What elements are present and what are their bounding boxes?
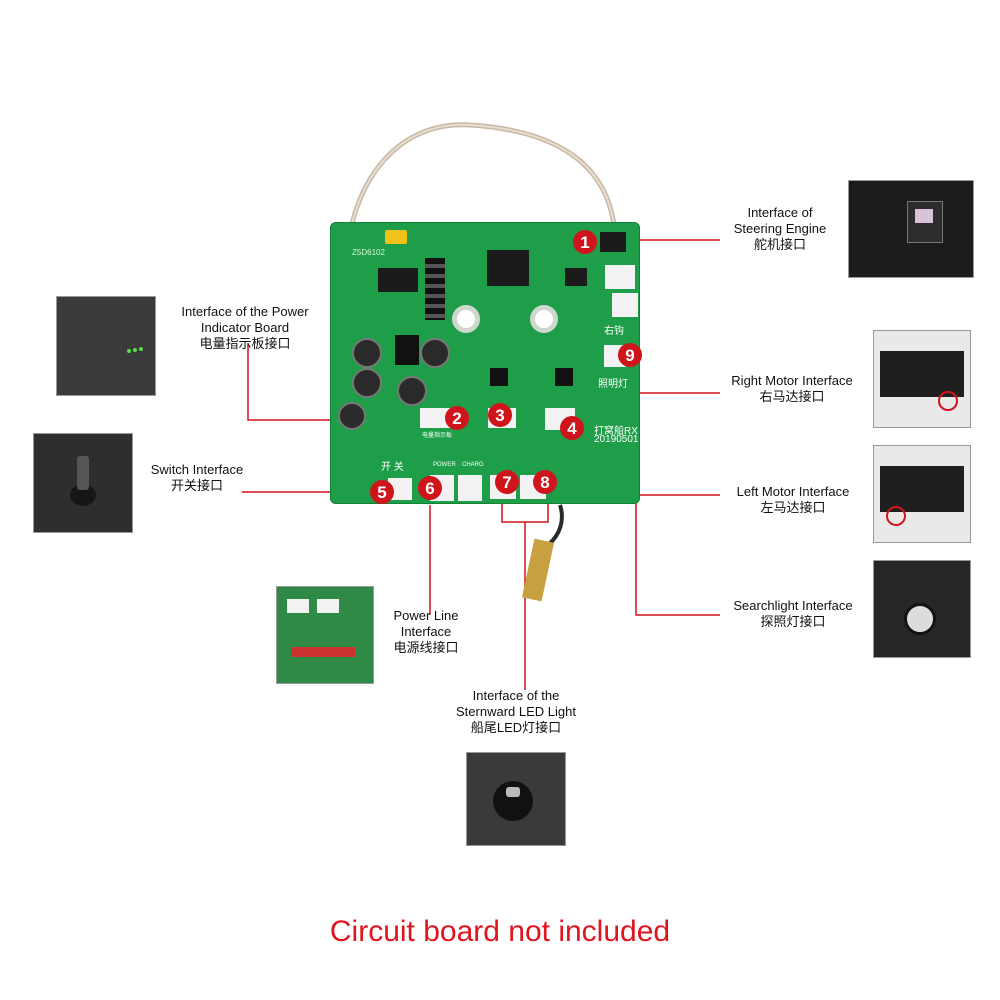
switch-photo xyxy=(33,433,133,533)
board-charge-label: CHARG xyxy=(462,462,484,468)
callout-steering-zh: 舵机接口 xyxy=(753,237,806,252)
callout-right-motor: Right Motor Interface 右马达接口 xyxy=(716,373,868,405)
board-date-label: 20190501 xyxy=(594,434,639,445)
board-indicator-label: 电量指示板 xyxy=(422,433,453,439)
callout-searchlight: Searchlight Interface 探照灯接口 xyxy=(720,598,866,630)
regulator xyxy=(395,335,419,365)
callout-stern-led: Interface of the Sternward LED Light 船尾L… xyxy=(436,688,596,736)
searchlight-photo xyxy=(873,560,971,658)
board-text-top-left: Z5D6102 xyxy=(352,248,385,257)
driver-chip-1 xyxy=(490,368,508,386)
chip-main xyxy=(487,250,529,286)
svg-text:7: 7 xyxy=(502,473,511,492)
board-light-label: 照明灯 xyxy=(598,379,628,390)
steering-engine-photo xyxy=(848,180,974,278)
marker-1: 1 xyxy=(573,230,597,254)
svg-text:5: 5 xyxy=(377,483,386,502)
callout-searchlight-zh: 探照灯接口 xyxy=(760,614,826,629)
marker-4: 4 xyxy=(560,416,584,440)
capacitor-1 xyxy=(352,338,382,368)
connector-hook-1 xyxy=(605,265,635,289)
svg-text:8: 8 xyxy=(540,473,549,492)
callout-steering-en: Interface of Steering Engine xyxy=(733,205,827,236)
board-right-hook-label: 右钩 xyxy=(604,326,624,337)
marker-8: 8 xyxy=(533,470,557,494)
marker-2: 2 xyxy=(445,406,469,430)
svg-text:2: 2 xyxy=(452,409,461,428)
callout-switch-zh: 开关接口 xyxy=(170,478,223,493)
callout-power-line-zh: 电源线接口 xyxy=(393,640,459,655)
callout-switch: Switch Interface 开关接口 xyxy=(136,462,258,494)
connector-steering xyxy=(600,232,626,252)
chip-small-1 xyxy=(378,268,418,292)
jumper-yellow xyxy=(385,230,407,244)
callout-left-motor: Left Motor Interface 左马达接口 xyxy=(720,484,866,516)
callout-stern-led-zh: 船尾LED灯接口 xyxy=(470,720,562,735)
header-pins xyxy=(425,258,445,320)
callout-right-motor-zh: 右马达接口 xyxy=(759,389,825,404)
marker-6: 6 xyxy=(418,476,442,500)
power-indicator-photo xyxy=(56,296,156,396)
footer-note: Circuit board not included xyxy=(329,915,671,948)
connector-hook-2 xyxy=(612,293,638,317)
svg-text:9: 9 xyxy=(625,346,634,365)
board-power-label: POWER xyxy=(433,462,456,468)
callout-power-line: Power Line Interface 电源线接口 xyxy=(376,608,476,656)
capacitor-2 xyxy=(352,368,382,398)
svg-text:1: 1 xyxy=(580,233,589,252)
callout-power-indicator: Interface of the Power Indicator Board 电… xyxy=(160,304,330,352)
callout-power-indicator-zh: 电量指示板接口 xyxy=(199,336,291,351)
svg-text:3: 3 xyxy=(495,406,504,425)
stern-led-photo xyxy=(466,752,566,846)
board-model-label: 打窝船RX xyxy=(594,426,638,437)
callout-switch-en: Switch Interface xyxy=(150,462,244,477)
driver-chip-2 xyxy=(555,368,573,386)
marker-3: 3 xyxy=(488,403,512,427)
power-line-photo xyxy=(276,586,374,684)
marker-5: 5 xyxy=(370,480,394,504)
callout-stern-led-en: Interface of the Sternward LED Light xyxy=(456,688,576,719)
callout-right-motor-en: Right Motor Interface xyxy=(731,373,853,388)
svg-text:4: 4 xyxy=(567,419,577,438)
connector-2 xyxy=(420,408,454,428)
chip-small-2 xyxy=(565,268,587,286)
svg-text:6: 6 xyxy=(425,479,434,498)
marker-9: 9 xyxy=(618,343,642,367)
connector-charge xyxy=(458,475,482,501)
capacitor-3 xyxy=(420,338,450,368)
marker-7: 7 xyxy=(495,470,519,494)
mount-hole-left xyxy=(452,305,480,333)
connector-5 xyxy=(388,478,412,500)
right-motor-photo xyxy=(873,330,971,428)
leader-searchlight xyxy=(635,480,720,616)
callout-left-motor-zh: 左马达接口 xyxy=(760,500,826,515)
mount-hole-right xyxy=(530,305,558,333)
left-motor-photo xyxy=(873,445,971,543)
board-switch-label: 开 关 xyxy=(381,462,404,473)
callout-power-indicator-en: Interface of the Power Indicator Board xyxy=(181,304,309,335)
callout-steering: Interface of Steering Engine 舵机接口 xyxy=(712,205,848,253)
callout-searchlight-en: Searchlight Interface xyxy=(733,598,853,613)
callout-power-line-en: Power Line Interface xyxy=(393,608,459,639)
capacitor-4 xyxy=(397,376,427,406)
callout-left-motor-en: Left Motor Interface xyxy=(736,484,850,499)
capacitor-5 xyxy=(338,402,366,430)
